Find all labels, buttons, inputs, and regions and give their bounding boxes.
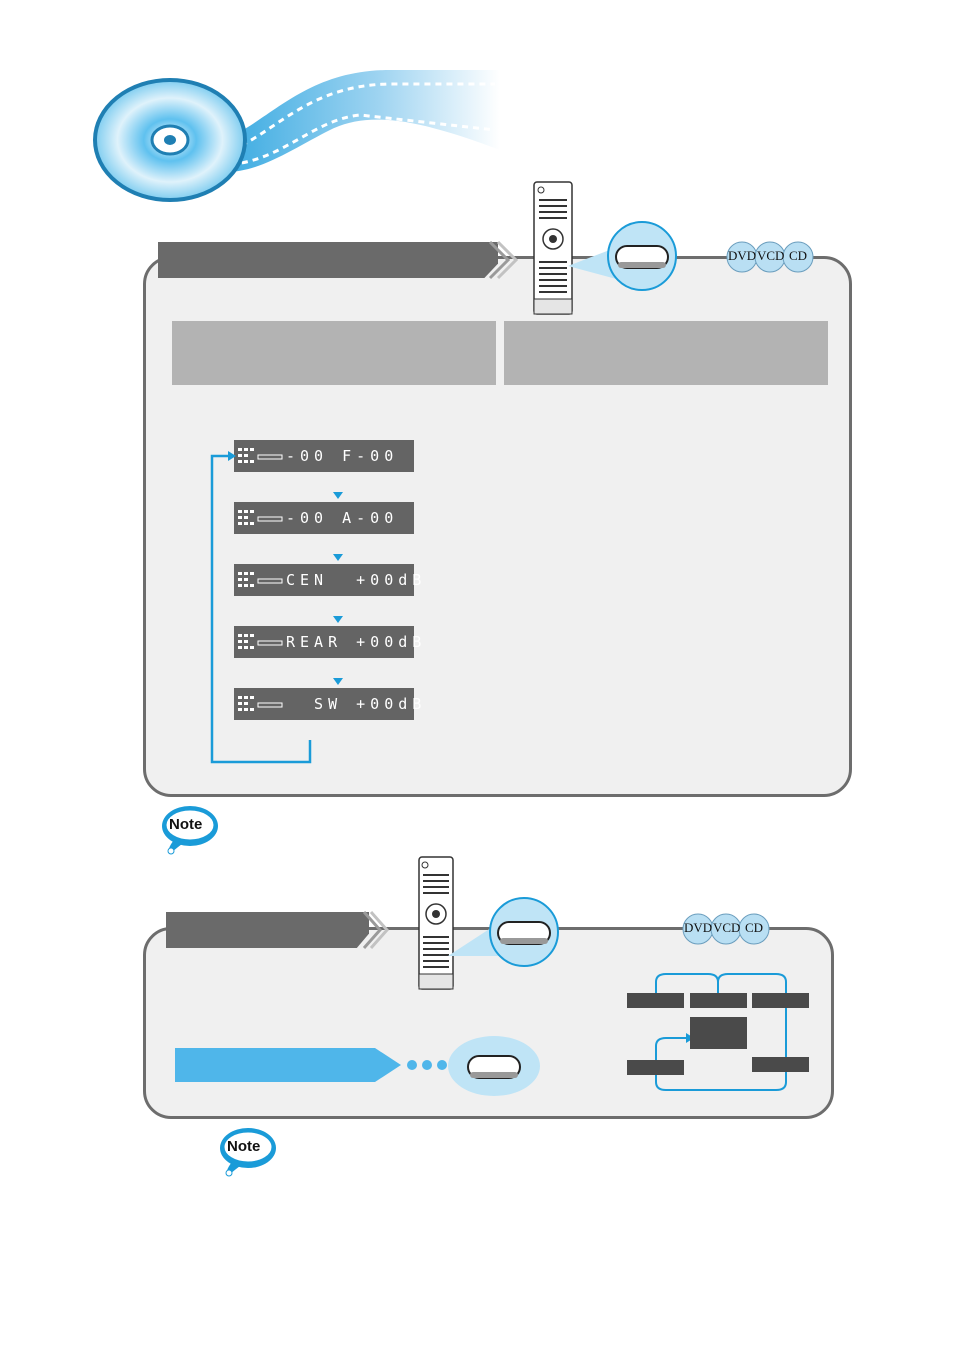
section1-column-right-header [504, 321, 828, 385]
note-badge-2: Note [218, 1126, 278, 1178]
disc-badge-bg-icon [682, 913, 770, 945]
level-meter-icon [238, 634, 283, 649]
section1-disc-badges: DVD VCD CD [726, 240, 816, 274]
remote-control-icon [418, 856, 454, 990]
level-meter-icon [238, 448, 283, 463]
note-icon [162, 806, 218, 855]
note-label: Note [169, 816, 203, 833]
disc-header-graphic [93, 70, 500, 202]
lcd-display-center: CEN +00dB [234, 564, 421, 596]
down-arrow-icon [333, 678, 343, 685]
disc-badge-dvd: DVD [684, 920, 713, 935]
cycle-box-3 [752, 993, 809, 1008]
down-arrow-icon [333, 616, 343, 623]
lcd-text: CEN +00dB [286, 571, 427, 589]
remote-control-icon [533, 181, 573, 315]
lcd-display-rear-balance: -00 A-00 [234, 502, 414, 534]
lcd-display-front: -00 F-00 [234, 440, 414, 472]
level-meter-icon [238, 572, 283, 587]
disc-badge-bg-icon [726, 241, 814, 273]
cycle-box-2 [690, 993, 747, 1008]
lcd-display-subwoofer: SW +00dB [234, 688, 421, 720]
level-meter-icon [238, 696, 283, 711]
note-icon [220, 1128, 276, 1177]
button-highlight [448, 1036, 540, 1096]
section2-tab-chevrons [362, 911, 390, 949]
disc-badge-vcd: VCD [757, 248, 785, 263]
section2-title-tab [166, 912, 369, 948]
section1-title-tab [158, 242, 498, 278]
cycle-box-5 [752, 1057, 809, 1072]
loop-back-arrow [210, 451, 312, 764]
down-arrow-icon [333, 492, 343, 499]
lcd-text: SW +00dB [286, 695, 427, 713]
cycle-box-1 [627, 993, 684, 1008]
disc-badge-vcd: VCD [713, 920, 741, 935]
dots-connector [407, 1060, 447, 1070]
button-callout [568, 221, 677, 291]
disc-badge-cd: CD [745, 920, 764, 935]
step-arrow-bar [175, 1048, 401, 1082]
disc-badge-dvd: DVD [728, 248, 757, 263]
lcd-text: -00 A-00 [286, 509, 399, 527]
cycle-box-center [690, 1017, 747, 1049]
level-meter-icon [238, 510, 283, 525]
note-badge-1: Note [160, 804, 220, 856]
cycle-box-4 [627, 1060, 684, 1075]
section2-disc-badges: DVD VCD CD [682, 912, 772, 946]
button-callout [448, 897, 559, 967]
section1-tab-chevrons [488, 240, 519, 280]
cycle-diagram-arrows [655, 973, 787, 1091]
disc-badge-cd: CD [789, 248, 808, 263]
section1-column-left-header [172, 321, 496, 385]
lcd-display-rear: REAR +00dB [234, 626, 421, 658]
lcd-text: -00 F-00 [286, 447, 399, 465]
down-arrow-icon [333, 554, 343, 561]
lcd-text: REAR +00dB [286, 633, 427, 651]
note-label: Note [227, 1138, 261, 1155]
